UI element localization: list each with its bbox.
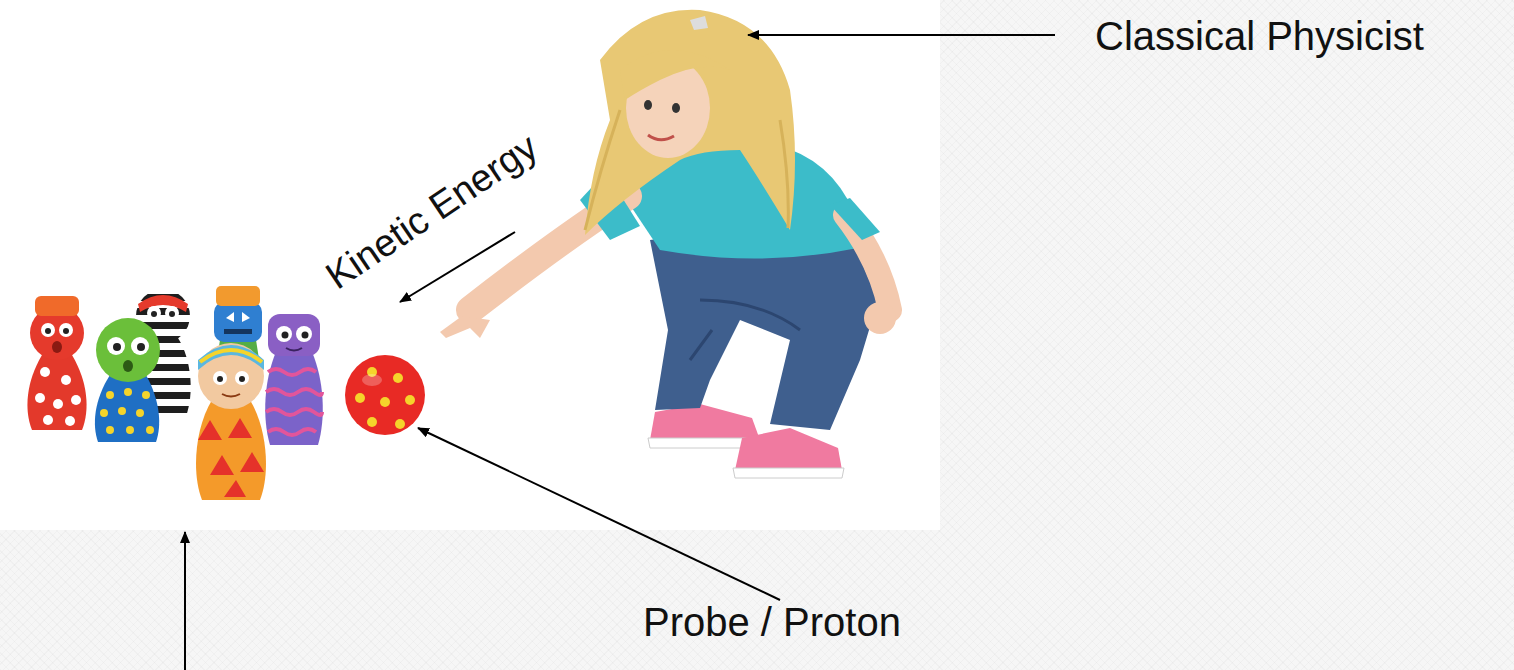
green-pin-part [113, 343, 121, 351]
ball-part [355, 393, 365, 403]
girl [440, 10, 896, 478]
girl-part [690, 16, 708, 30]
orange-pin-part [198, 343, 264, 409]
blue-pin-part [216, 286, 260, 306]
purple-pin-part [276, 326, 292, 342]
striped-pin-part [165, 306, 179, 320]
red-pin-part [53, 399, 63, 409]
girl-part [864, 302, 896, 334]
striped-pin-part [147, 306, 161, 320]
leader-arrow [418, 428, 780, 600]
annotation-label: Classical Physicist [1095, 12, 1424, 60]
red-pin-part [35, 296, 79, 316]
red-pin-part [35, 393, 45, 403]
girl-part [585, 10, 795, 235]
orange-pin-part [235, 371, 249, 385]
girl-part [830, 198, 880, 240]
ball-part [367, 417, 377, 427]
striped-pin-part [169, 311, 175, 317]
blue-pin-part [214, 302, 262, 342]
red-pin-part [27, 355, 86, 430]
striped-pin-part [138, 295, 188, 312]
red-pin-part [45, 328, 51, 334]
leader-arrow [748, 34, 1055, 36]
blue-pin-part [224, 329, 252, 334]
red-pin [27, 296, 86, 430]
girl-part [735, 428, 842, 470]
red-pin-part [65, 416, 75, 426]
green-pin-part [95, 375, 159, 442]
ball-part [405, 395, 415, 405]
purple-pin-part [268, 314, 320, 356]
girl-part [733, 468, 844, 478]
purple-pin-part [296, 326, 312, 342]
red-pin-part [61, 375, 71, 385]
orange-pin-part [239, 376, 245, 382]
ball-part [380, 397, 390, 407]
label-holder: Classical Physicist [1095, 12, 1424, 60]
orange-pin-part [222, 394, 240, 397]
girl-part [585, 110, 788, 230]
girl-part [620, 50, 730, 100]
ball-part [345, 355, 425, 435]
orange-pin-part [198, 345, 264, 370]
green-pin-part [136, 409, 144, 417]
red-pin-part [43, 415, 53, 425]
purple-pin-part [302, 332, 309, 339]
green-pin-part [142, 391, 150, 399]
red-pin-part [59, 323, 73, 337]
orange-pin-part [213, 371, 227, 385]
girl-part [644, 100, 652, 110]
purple-pin-part [282, 332, 289, 339]
orange-pin [196, 343, 266, 500]
green-pin-part [100, 409, 108, 417]
green-pin-part [146, 426, 154, 434]
label-holder: Probe / Proton [643, 598, 901, 646]
green-pin-part [107, 337, 125, 355]
girl-part [648, 135, 674, 140]
leader-arrow [184, 532, 186, 670]
ball [345, 355, 425, 435]
orange-pin-part [196, 400, 266, 500]
purple-pin-part [265, 352, 323, 445]
green-pin-part [96, 318, 160, 382]
green-pin-part [123, 360, 133, 372]
purple-pin-part [286, 348, 302, 351]
red-pin-part [41, 323, 55, 337]
green-pin-part [126, 426, 134, 434]
photo-ground [0, 0, 940, 530]
girl-part [672, 103, 680, 113]
green-pin-part [137, 343, 145, 351]
annotation-label: Probe / Proton [643, 598, 901, 646]
green-pin-part [106, 391, 114, 399]
girl-part [690, 300, 800, 360]
green-pin-part [106, 426, 114, 434]
ball-part [393, 373, 403, 383]
red-pin-part [52, 341, 62, 353]
purple-pin [265, 314, 323, 445]
green-pin [95, 318, 160, 442]
girl-part [440, 316, 490, 338]
blue-pin-part [242, 312, 250, 322]
green-pin-part [118, 407, 126, 415]
striped-pin-part [151, 311, 157, 317]
orange-pin-part [217, 376, 223, 382]
orange-pin-part [200, 350, 262, 362]
green-pin-part [124, 388, 132, 396]
blue-pin-part [226, 312, 234, 322]
purple-pin-part [266, 369, 322, 435]
ball-part [395, 419, 405, 429]
red-pin-part [63, 328, 69, 334]
red-pin-part [71, 395, 81, 405]
green-pin-part [131, 337, 149, 355]
ball-part [362, 374, 382, 386]
red-pin-part [40, 367, 50, 377]
orange-pin-part [198, 418, 264, 497]
